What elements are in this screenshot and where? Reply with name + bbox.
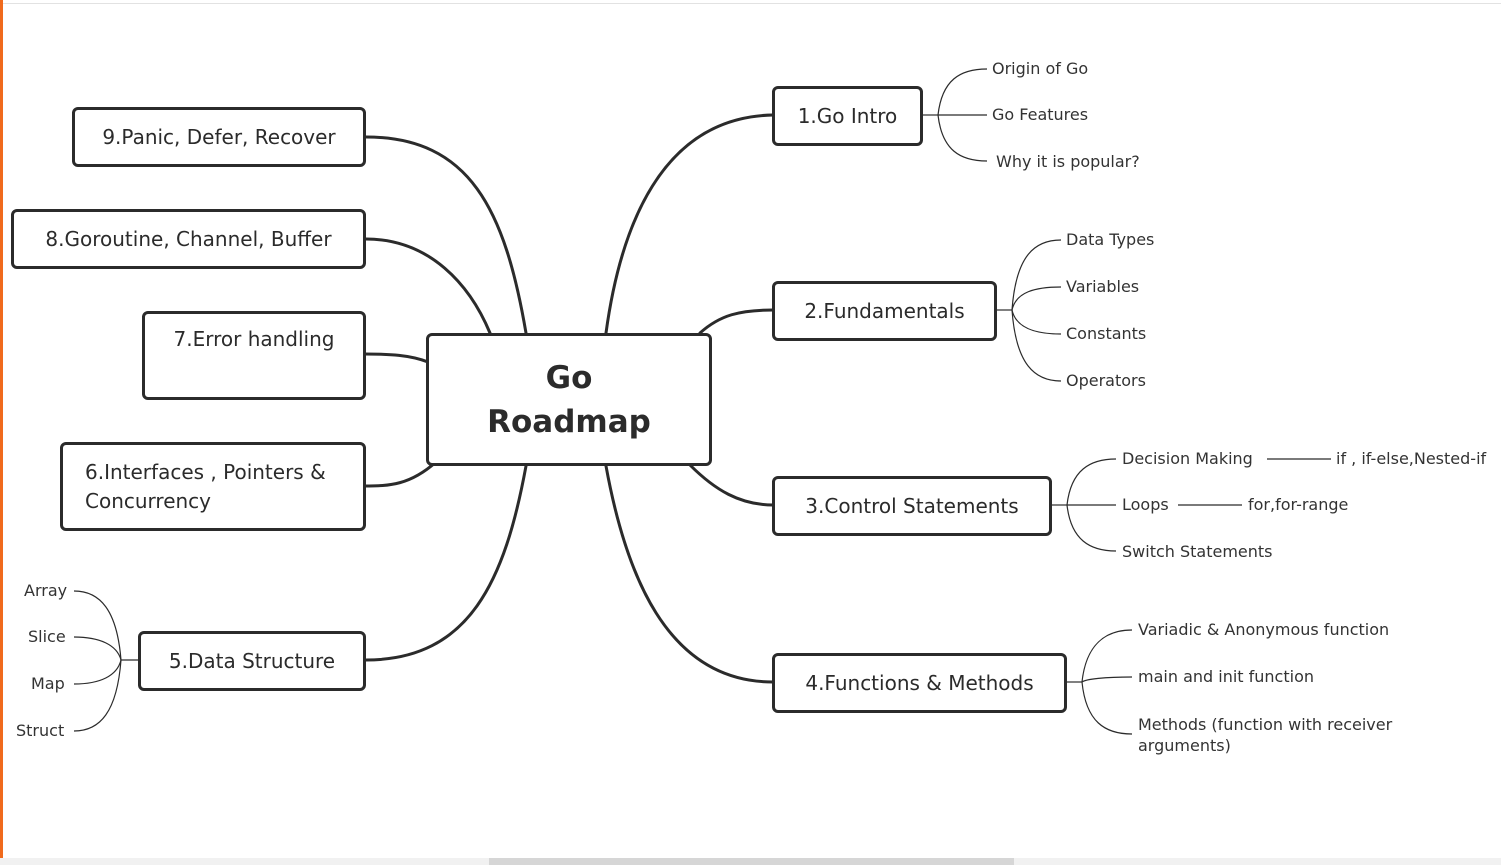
left-accent-bar	[0, 0, 3, 865]
top-divider	[3, 3, 1501, 4]
topic-label: 9.Panic, Defer, Recover	[102, 124, 336, 149]
link-t5-leaf2	[73, 636, 122, 661]
leaf-variadic-anonymous[interactable]: Variadic & Anonymous function	[1138, 620, 1390, 639]
link-center-t5	[364, 464, 528, 662]
link-t2-leaf3	[1011, 309, 1062, 335]
subleaf-for-range[interactable]: for,for-range	[1248, 495, 1349, 514]
link-t2-leaf2	[1011, 286, 1062, 311]
topic-error-handling[interactable]: 7.Error handling	[142, 311, 366, 400]
topic-label: 4.Functions & Methods	[805, 670, 1034, 695]
topic-fundamentals[interactable]: 2.Fundamentals	[772, 281, 997, 341]
link-t5-leaf1	[73, 590, 122, 661]
link-t2-leaf4	[1011, 309, 1062, 382]
topic-go-intro[interactable]: 1.Go Intro	[772, 86, 923, 146]
leaf-constants[interactable]: Constants	[1066, 324, 1147, 343]
leaf-why-popular[interactable]: Why it is popular?	[996, 152, 1140, 171]
leaf-main-init[interactable]: main and init function	[1138, 667, 1314, 686]
leaf-slice[interactable]: Slice	[28, 627, 66, 646]
center-node[interactable]: Go Roadmap	[426, 333, 712, 466]
topic-goroutine-channel-buffer[interactable]: 8.Goroutine, Channel, Buffer	[11, 209, 366, 269]
topic-panic-defer-recover[interactable]: 9.Panic, Defer, Recover	[72, 107, 366, 167]
link-t5-leaf4	[73, 659, 122, 732]
leaf-loops[interactable]: Loops	[1122, 495, 1169, 514]
topic-label: 6.Interfaces , Pointers & Concurrency	[85, 459, 326, 513]
topic-label: 1.Go Intro	[797, 103, 898, 128]
leaf-map[interactable]: Map	[31, 674, 65, 693]
link-t2-leaf1	[1011, 239, 1062, 311]
link-t4-leaf2	[1081, 676, 1133, 683]
leaf-data-types[interactable]: Data Types	[1066, 230, 1155, 249]
topic-label: 8.Goroutine, Channel, Buffer	[45, 226, 332, 251]
link-t5-leaf3	[73, 659, 122, 685]
link-center-t4	[604, 464, 775, 684]
link-t4-leaf3	[1081, 681, 1133, 735]
leaf-decision-making[interactable]: Decision Making	[1122, 449, 1253, 468]
leaf-variables[interactable]: Variables	[1066, 277, 1140, 296]
center-label: Go Roadmap	[487, 359, 651, 440]
topic-label: 5.Data Structure	[168, 648, 336, 673]
link-t1-leaf1	[937, 68, 988, 116]
link-center-t3	[688, 463, 775, 507]
link-center-t8	[364, 237, 492, 335]
link-t3-leaf3	[1066, 504, 1117, 552]
link-center-t1	[604, 113, 775, 335]
scrollbar-thumb[interactable]	[489, 858, 1014, 865]
leaf-struct[interactable]: Struct	[16, 721, 65, 740]
leaf-switch-statements[interactable]: Switch Statements	[1122, 542, 1273, 561]
topic-label: 7.Error handling	[173, 327, 335, 351]
subleaf-if-else[interactable]: if , if-else,Nested-if	[1336, 449, 1487, 468]
link-center-t9	[364, 135, 528, 335]
link-center-t2	[698, 308, 775, 335]
leaf-go-features[interactable]: Go Features	[992, 105, 1089, 124]
topic-functions-methods[interactable]: 4.Functions & Methods	[772, 653, 1067, 713]
link-t3-leaf1	[1066, 458, 1117, 506]
link-t4-leaf1	[1081, 629, 1133, 683]
link-t1-leaf3	[937, 114, 988, 162]
leaf-methods-receiver[interactable]: Methods (function with receiver argument…	[1138, 715, 1393, 755]
link-center-t7	[362, 352, 430, 364]
link-center-t6	[362, 460, 438, 488]
topic-data-structure[interactable]: 5.Data Structure	[138, 631, 366, 691]
leaf-array[interactable]: Array	[24, 581, 68, 600]
topic-interfaces-pointers-concurrency[interactable]: 6.Interfaces , Pointers & Concurrency	[60, 442, 366, 531]
topic-control-statements[interactable]: 3.Control Statements	[772, 476, 1052, 536]
leaf-operators[interactable]: Operators	[1066, 371, 1146, 390]
topic-label: 3.Control Statements	[805, 493, 1019, 518]
topic-label: 2.Fundamentals	[804, 298, 965, 323]
leaf-origin-of-go[interactable]: Origin of Go	[992, 59, 1089, 78]
